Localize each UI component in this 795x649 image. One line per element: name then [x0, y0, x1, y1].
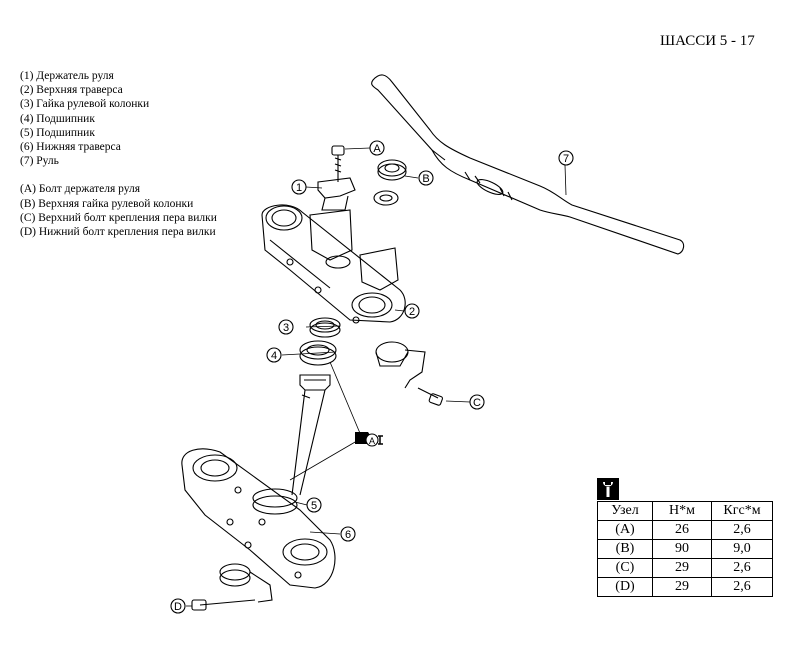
- legend-item: (7) Руль: [20, 155, 59, 168]
- table-row: (D) 29 2,6: [597, 577, 773, 597]
- legend-item: (3) Гайка рулевой колонки: [20, 98, 150, 111]
- torque-table: Узел Н*м Кгс*м (A) 26 2,6 (B) 90 9,0 (C)…: [597, 501, 773, 597]
- callout-3: 3: [283, 322, 289, 334]
- fork-clamp-drawing: [375, 341, 443, 406]
- steering-nut-drawing: [373, 159, 407, 206]
- legend-item: (4) Подшипник: [20, 112, 95, 125]
- handlebar-holder-drawing: [309, 145, 399, 291]
- callout-d: D: [174, 601, 182, 613]
- column-header: Н*м: [652, 501, 712, 521]
- parts-legend: (1) Держатель руля (2) Верхняя траверса …: [20, 69, 217, 239]
- callout-6: 6: [345, 529, 351, 541]
- table-row: (C) 29 2,6: [597, 558, 773, 578]
- column-header: Кгс*м: [711, 501, 773, 521]
- lower-bracket-drawing: [181, 448, 336, 589]
- table-row: (A) 26 2,6: [597, 520, 773, 540]
- callout-2: 2: [409, 306, 415, 318]
- steering-bearing-drawing: [299, 317, 341, 366]
- torque-spec: Узел Н*м Кгс*м (A) 26 2,6 (B) 90 9,0 (C)…: [597, 478, 773, 597]
- callout-7: 7: [563, 153, 569, 165]
- table-header-row: Узел Н*м Кгс*м: [597, 501, 773, 521]
- steering-stem-drawing: [252, 374, 331, 515]
- legend-item: (2) Верхняя траверса: [20, 84, 123, 97]
- callout-1: 1: [296, 182, 302, 194]
- torque-wrench-icon: [597, 478, 619, 500]
- grease-label: A: [369, 436, 375, 446]
- handlebar-drawing: [371, 74, 685, 255]
- lower-clamp-drawing: [191, 563, 273, 611]
- table-cell: 29: [652, 577, 712, 597]
- callout-circles: [170, 140, 574, 614]
- grease-symbol-icon: A: [355, 432, 383, 447]
- callout-c: C: [473, 397, 481, 409]
- legend-item: (A) Болт держателя руля: [20, 183, 141, 196]
- callout-4: 4: [271, 350, 277, 362]
- table-row: (B) 90 9,0: [597, 539, 773, 559]
- legend-item: (5) Подшипник: [20, 126, 95, 139]
- callout-b: B: [422, 173, 429, 185]
- legend-item: (D) Нижний болт крепления пера вилки: [20, 226, 216, 239]
- table-cell: (C): [597, 558, 653, 578]
- table-cell: 9,0: [711, 539, 773, 559]
- table-cell: (B): [597, 539, 653, 559]
- callout-leaders: [186, 147, 567, 607]
- legend-item: (1) Держатель руля: [20, 70, 114, 82]
- table-cell: 2,6: [711, 558, 773, 578]
- callout-a: A: [373, 143, 381, 155]
- table-cell: 26: [652, 520, 712, 540]
- callout-5: 5: [311, 500, 317, 512]
- table-cell: 29: [652, 558, 712, 578]
- table-cell: (A): [597, 520, 653, 540]
- table-cell: 2,6: [711, 520, 773, 540]
- upper-bracket-drawing: [261, 204, 406, 324]
- table-cell: (D): [597, 577, 653, 597]
- legend-item: (C) Верхний болт крепления пера вилки: [20, 211, 217, 224]
- steering-assembly-diagram: A 1 B 2 3 4 5 6 C D 7 A: [170, 74, 685, 614]
- legend-item: (6) Нижняя траверса: [20, 141, 121, 154]
- table-cell: 90: [652, 539, 712, 559]
- table-cell: 2,6: [711, 577, 773, 597]
- column-header: Узел: [597, 501, 653, 521]
- legend-item: (B) Верхняя гайка рулевой колонки: [20, 197, 194, 210]
- page-title: ШАССИ 5 - 17: [660, 33, 755, 49]
